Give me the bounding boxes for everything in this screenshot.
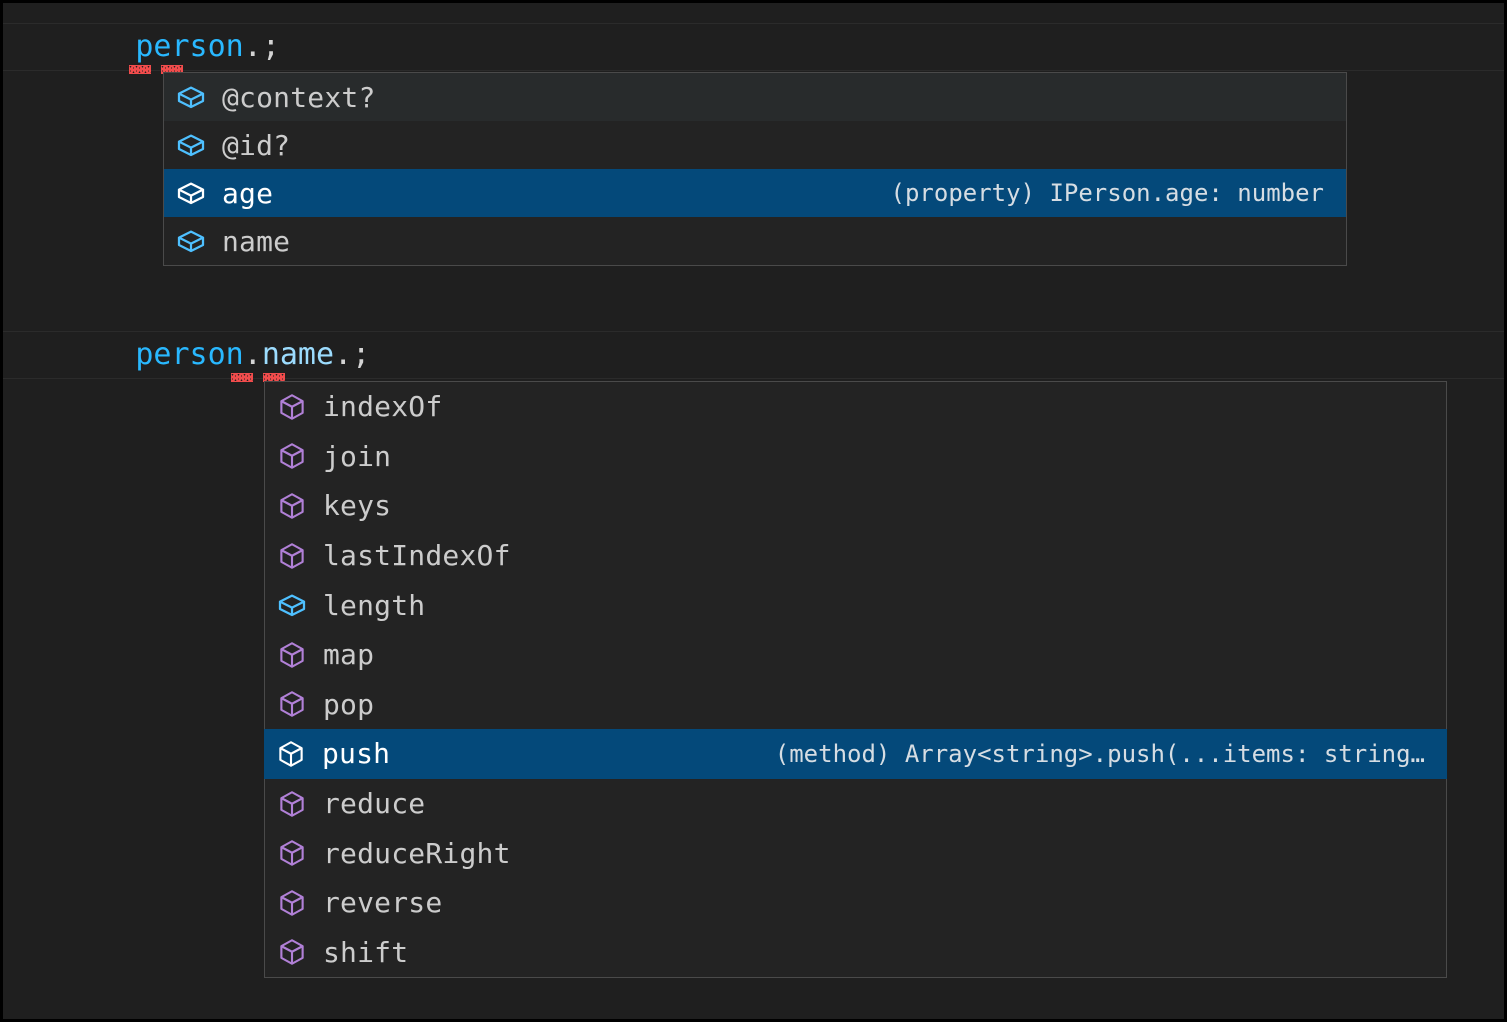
suggest-item-label: reduce (323, 787, 425, 820)
editor-line-person[interactable]: person.; (3, 23, 1504, 71)
property-cube-icon (174, 224, 208, 258)
token-dot-1: . (244, 29, 262, 64)
suggest-item-shift[interactable]: shift (265, 928, 1446, 978)
token-dot-2a: . (244, 337, 262, 372)
suggest-widget-person-members[interactable]: @context? @id? age ( (163, 72, 1347, 266)
suggest-item-label: keys (323, 489, 391, 522)
suggest-item-context[interactable]: @context? (164, 73, 1346, 121)
property-cube-icon (275, 588, 309, 622)
method-cube-icon (275, 787, 309, 821)
token-variable-person-2: person (135, 337, 243, 372)
suggest-item-reduceright[interactable]: reduceRight (265, 828, 1446, 878)
error-squiggle-dot-2 (231, 373, 253, 382)
suggest-item-label: lastIndexOf (323, 539, 511, 572)
token-property-name: name (262, 337, 334, 372)
suggest-item-reduce[interactable]: reduce (265, 779, 1446, 829)
suggest-item-label: join (323, 440, 391, 473)
suggest-item-label: length (323, 589, 425, 622)
suggest-item-label: @context? (222, 81, 376, 114)
suggest-item-detail: (method) Array<string>.push(...items: st… (775, 740, 1447, 768)
suggest-item-name[interactable]: name (164, 217, 1346, 265)
method-cube-icon (275, 687, 309, 721)
suggest-item-label: map (323, 638, 374, 671)
property-cube-icon (174, 80, 208, 114)
suggest-item-label: shift (323, 936, 408, 969)
token-semicolon-1: ; (262, 29, 280, 64)
suggest-item-label: age (222, 177, 273, 210)
suggest-item-indexof[interactable]: indexOf (265, 382, 1446, 432)
method-cube-icon (275, 390, 309, 424)
method-cube-icon (275, 489, 309, 523)
method-cube-icon (275, 439, 309, 473)
suggest-item-detail: (property) IPerson.age: number (891, 179, 1346, 207)
suggest-item-join[interactable]: join (265, 432, 1446, 482)
suggest-widget-string-array-members[interactable]: indexOf join keys (264, 381, 1447, 978)
editor-line-person-name[interactable]: person.name.; (3, 331, 1504, 379)
suggest-item-label: indexOf (323, 390, 442, 423)
suggest-item-label: reverse (323, 886, 442, 919)
suggest-item-id[interactable]: @id? (164, 121, 1346, 169)
suggest-item-pop[interactable]: pop (265, 680, 1446, 730)
suggest-item-push[interactable]: push (method) Array<string>.push(...item… (264, 729, 1447, 779)
property-cube-icon (174, 176, 208, 210)
suggest-item-length[interactable]: length (265, 580, 1446, 630)
suggest-item-label: @id? (222, 129, 290, 162)
method-cube-icon (275, 539, 309, 573)
method-cube-icon (275, 886, 309, 920)
suggest-item-map[interactable]: map (265, 630, 1446, 680)
suggest-item-keys[interactable]: keys (265, 481, 1446, 531)
suggest-item-label: reduceRight (323, 837, 511, 870)
error-squiggle-dot-1 (129, 65, 151, 74)
suggest-item-lastindexof[interactable]: lastIndexOf (265, 531, 1446, 581)
method-cube-icon (275, 638, 309, 672)
method-cube-icon (275, 836, 309, 870)
token-semicolon-2: ; (352, 337, 370, 372)
suggest-item-reverse[interactable]: reverse (265, 878, 1446, 928)
token-variable-person: person (135, 29, 243, 64)
suggest-item-label: name (222, 225, 290, 258)
token-dot-2b: . (334, 337, 352, 372)
method-cube-icon (275, 935, 309, 969)
property-cube-icon (174, 128, 208, 162)
suggest-item-label: push (322, 737, 390, 770)
suggest-item-age[interactable]: age (property) IPerson.age: number (164, 169, 1346, 217)
suggest-item-label: pop (323, 688, 374, 721)
method-cube-icon (274, 737, 308, 771)
